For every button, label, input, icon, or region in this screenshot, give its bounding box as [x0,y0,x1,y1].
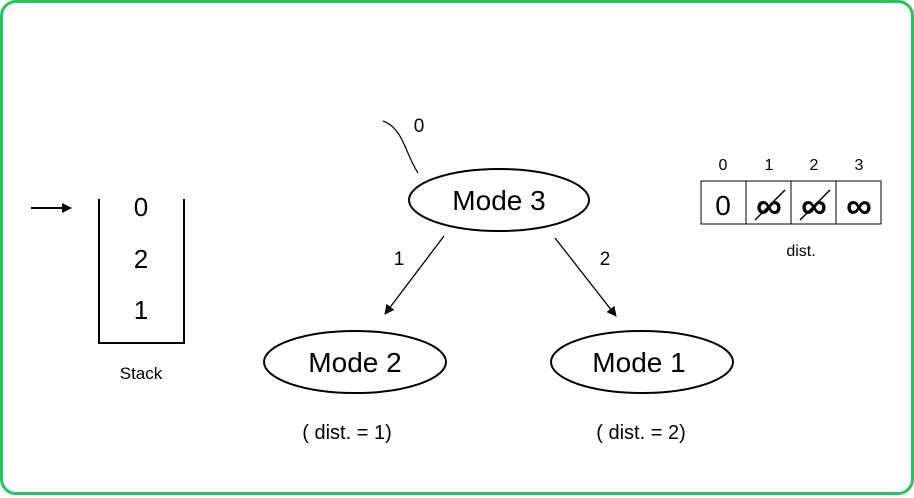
root-incoming-weight: 0 [414,116,425,137]
stack-container [98,199,185,344]
node-mode-3-label: Mode 3 [452,185,545,216]
node-mode-1 [550,330,734,394]
dist-index: 0 [719,157,728,174]
node-mode-3 [408,168,590,232]
edge-to-mode-2 [384,235,445,315]
edge-to-mode-1 [554,237,617,317]
dist-value: 0 [715,190,731,221]
node-mode-2-label: Mode 2 [308,347,401,378]
dist-index: 3 [855,157,864,174]
dist-index: 2 [810,157,819,174]
node-mode-1-label: Mode 1 [592,347,685,378]
dist-index: 1 [765,157,774,174]
dist-cell [745,180,792,225]
strike-mark [754,189,786,221]
stack-item: 0 [134,192,148,222]
node-mode-1-distance: ( dist. = 2) [596,422,685,444]
dist-cell [835,180,882,225]
stack-label: Stack [120,364,163,383]
stack-item: 1 [134,295,148,325]
dist-cell [790,180,837,225]
stack-item: 2 [134,244,148,274]
edge-right-weight: 2 [600,249,611,270]
dist-array: 0 1 2 3 0 ∞ ∞ ∞ dist. [700,157,882,260]
dist-value: ∞ [846,185,872,226]
node-mode-2 [263,330,447,394]
diagram-canvas: 0 2 1 Stack 0 Mode 3 1 2 Mode 2 ( dist. … [31,116,882,444]
root-incoming-curve [382,120,419,174]
strike-mark [799,189,831,221]
dist-array-label: dist. [786,243,815,260]
node-mode-2-distance: ( dist. = 1) [302,422,391,444]
edge-left-weight: 1 [394,249,405,270]
